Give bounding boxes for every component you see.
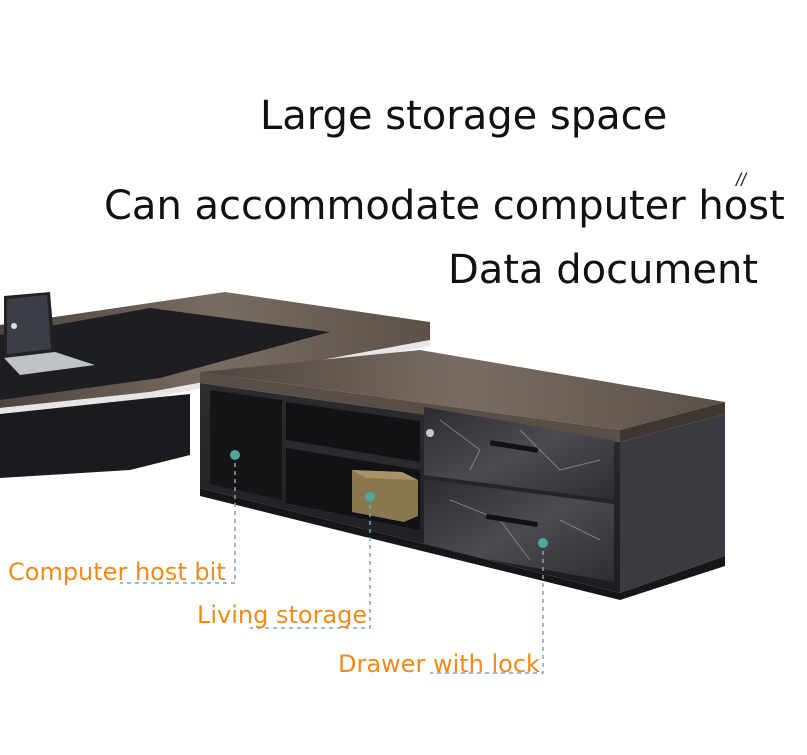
callout-drawer-with-lock: Drawer with lock (338, 650, 540, 678)
callout-lines (120, 455, 544, 674)
desk (0, 292, 430, 478)
storage-box (352, 470, 418, 522)
callout-markers (230, 450, 548, 548)
headline-large-storage: Large storage space (260, 93, 668, 139)
side-cabinet (200, 350, 725, 600)
small-mark: // (736, 170, 747, 190)
headline-data-document: Data document (448, 247, 759, 293)
callout-computer-host-bit: Computer host bit (8, 558, 226, 586)
callout-living-storage: Living storage (197, 601, 368, 629)
headline-computer-host: Can accommodate computer host (104, 183, 785, 229)
laptop-image (4, 292, 95, 375)
